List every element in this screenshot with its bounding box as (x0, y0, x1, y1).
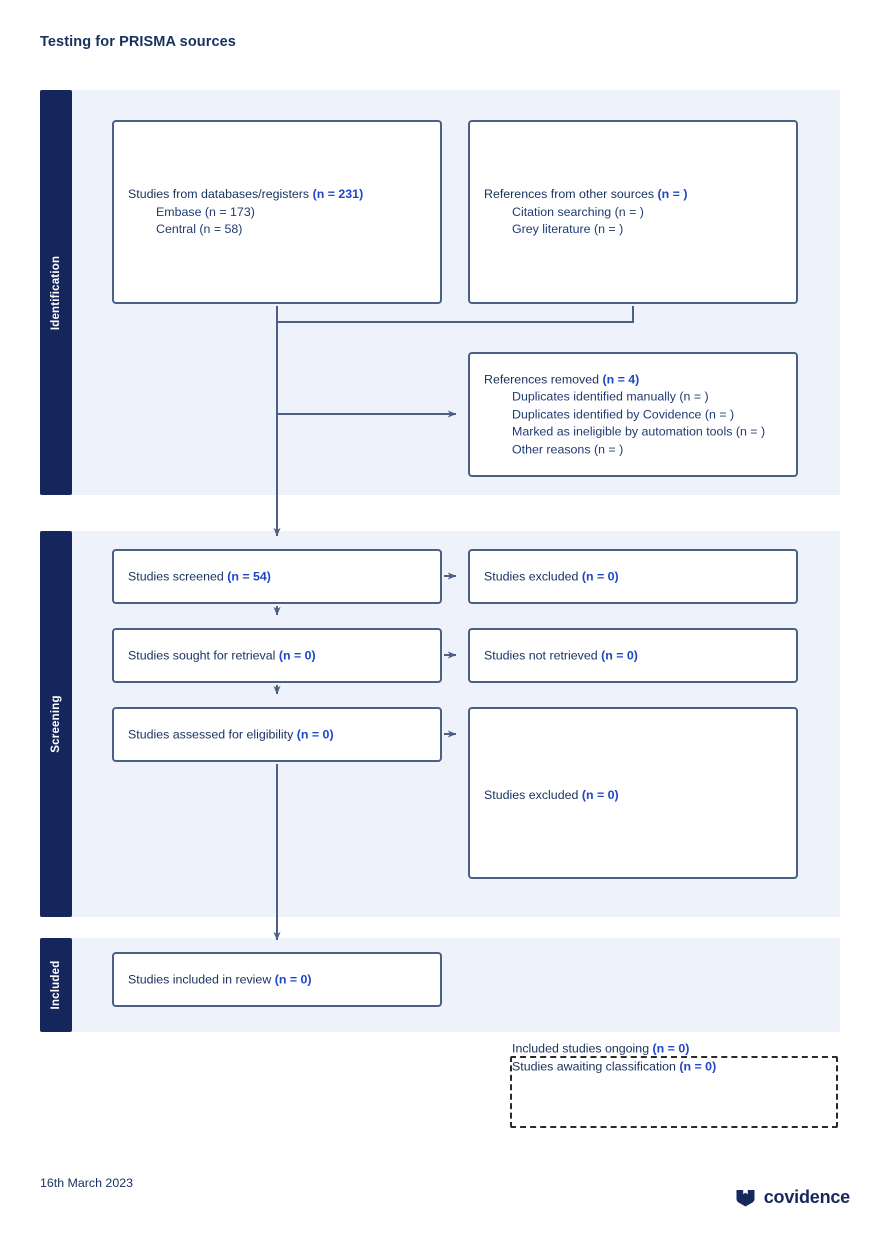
box-included-heading: Studies included in review (n = 0) (128, 971, 312, 986)
box-databases-heading: Studies from databases/registers (n = 23… (128, 186, 364, 201)
box-ongoing-and-awaiting: Included studies ongoing (n = 0) Studies… (510, 1042, 838, 1128)
count-excluded-eligibility: (n = 0) (581, 788, 619, 802)
covidence-wordmark: covidence (763, 1187, 850, 1207)
box-eligibility-heading: Studies assessed for eligibility (n = 0) (128, 726, 334, 741)
box-studies-assessed-for-eligibility: Studies assessed for eligibility (n = 0) (112, 707, 442, 762)
box-references-removed-sub-0: Duplicates identified manually (n = ) (512, 389, 709, 404)
box-other-sources-sub-1: Grey literature (n = ) (512, 221, 624, 236)
count-excluded-screening: (n = 0) (581, 568, 619, 583)
covidence-shield-icon (736, 1190, 755, 1207)
count-included: (n = 0) (274, 971, 312, 986)
box-references-other-sources: References from other sources (n = ) Cit… (468, 120, 798, 304)
count-ongoing: (n = 0) (652, 1041, 690, 1056)
covidence-brand: covidence (734, 1186, 850, 1209)
box-other-sources-heading: References from other sources (n = ) (484, 186, 688, 201)
stage-tab-identification: Identification (40, 90, 72, 495)
count-not-retrieved: (n = 0) (601, 647, 638, 662)
box-references-removed-sub-2: Marked as ineligible by automation tools… (512, 424, 766, 439)
box-excluded-eligibility-heading: Studies excluded (n = 0) (484, 788, 619, 802)
stage-tab-included-label: Included (50, 960, 62, 1010)
box-studies-sought-for-retrieval: Studies sought for retrieval (n = 0) (112, 628, 442, 683)
count-databases: (n = 231) (312, 186, 364, 201)
box-studies-not-retrieved: Studies not retrieved (n = 0) (468, 628, 798, 683)
box-studies-included-in-review: Studies included in review (n = 0) (112, 952, 442, 1007)
box-ongoing-line-2: Studies awaiting classification (n = 0) (512, 1059, 717, 1073)
stage-tab-included: Included (40, 938, 72, 1032)
count-references-removed: (n = 4) (602, 371, 640, 386)
box-studies-from-databases: Studies from databases/registers (n = 23… (112, 120, 442, 304)
count-eligibility: (n = 0) (296, 726, 334, 741)
box-references-removed-sub-1: Duplicates identified by Covidence (n = … (512, 406, 735, 421)
count-sought: (n = 0) (278, 647, 316, 662)
box-references-removed-heading: References removed (n = 4) (484, 371, 640, 386)
stage-tab-identification-label: Identification (50, 255, 62, 330)
box-screened-heading: Studies screened (n = 54) (128, 568, 271, 583)
box-sought-heading: Studies sought for retrieval (n = 0) (128, 647, 316, 662)
document-date: 16th March 2023 (40, 1176, 133, 1190)
box-ongoing-line-1: Included studies ongoing (n = 0) (512, 1041, 690, 1056)
box-excluded-screening-heading: Studies excluded (n = 0) (484, 568, 619, 583)
box-references-removed-sub-3: Other reasons (n = ) (512, 441, 624, 456)
box-databases-sub-0: Embase (n = 173) (156, 204, 255, 219)
box-other-sources-sub-0: Citation searching (n = ) (512, 204, 644, 219)
count-other-sources: (n = ) (657, 186, 688, 201)
page-title: Testing for PRISMA sources (40, 34, 236, 50)
box-studies-screened: Studies screened (n = 54) (112, 549, 442, 604)
box-studies-excluded-eligibility: Studies excluded (n = 0) (468, 707, 798, 879)
count-awaiting-classification: (n = 0) (679, 1059, 717, 1073)
stage-tab-screening-label: Screening (50, 695, 62, 753)
count-screened: (n = 54) (227, 568, 271, 583)
box-references-removed: References removed (n = 4) Duplicates id… (468, 352, 798, 477)
box-not-retrieved-heading: Studies not retrieved (n = 0) (484, 647, 638, 662)
box-databases-sub-1: Central (n = 58) (156, 221, 243, 236)
box-studies-excluded-screening: Studies excluded (n = 0) (468, 549, 798, 604)
stage-tab-screening: Screening (40, 531, 72, 917)
